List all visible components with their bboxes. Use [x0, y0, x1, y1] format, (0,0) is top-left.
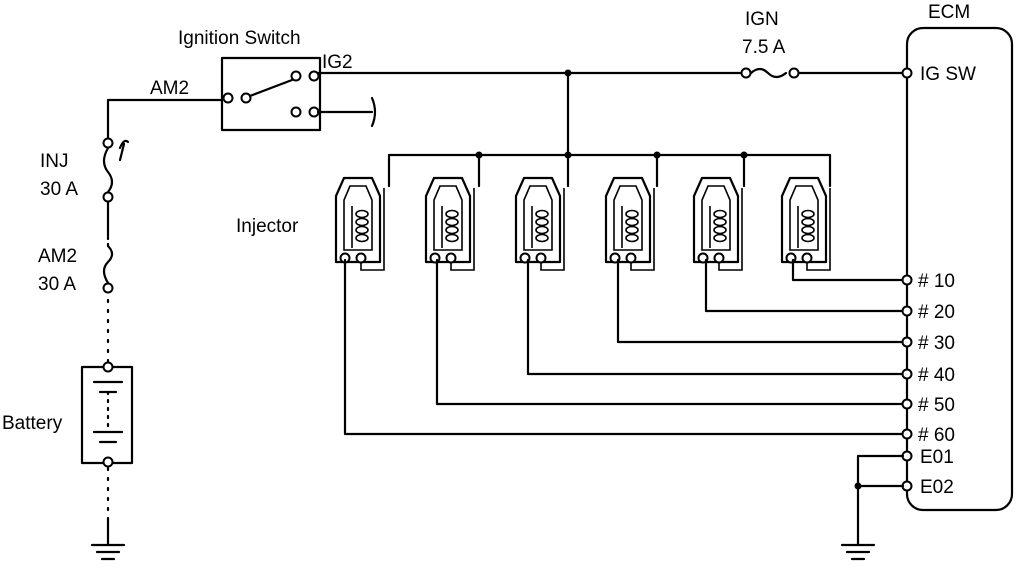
ecm-pin-label-e01: E01: [920, 447, 954, 468]
ig2-label: IG2: [322, 52, 353, 73]
injector-group: [334, 176, 831, 271]
ecm-pin-e01: E01: [901, 447, 954, 468]
injector-coil-icon: [625, 209, 639, 243]
am2-fuse: [102, 234, 114, 294]
injector-coil-icon: [445, 209, 459, 243]
injector-label: Injector: [236, 216, 299, 237]
ecm-pin-50: # 50: [901, 395, 955, 416]
am2-wire-label: AM2: [150, 78, 189, 99]
ign-fuse-name: IGN: [745, 9, 779, 30]
injector-common-bus: [387, 153, 832, 188]
ecm-pin-label-30: # 30: [918, 333, 955, 354]
injector-coil-icon: [713, 209, 727, 243]
am2-fuse-name: AM2: [38, 246, 77, 267]
ecm-pin-label-e02: E02: [920, 477, 954, 498]
injector-coil-icon: [355, 209, 369, 243]
wire-injector-4: [616, 258, 905, 344]
ecm-pin-10: # 10: [901, 271, 955, 292]
ignition-switch-label: Ignition Switch: [178, 28, 301, 49]
ecm-pin-20: # 20: [901, 302, 955, 323]
ground-symbol-ecm: [840, 543, 876, 561]
ecm-pin-label-50: # 50: [918, 395, 955, 416]
ecm-pin-label-60: # 60: [918, 425, 955, 446]
wire-injector-3: [526, 258, 905, 376]
wire-injector-2: [435, 258, 905, 406]
ecm-pin-e02: E02: [901, 477, 954, 498]
injector-3: [514, 176, 565, 271]
injector-signal-wires: [343, 258, 905, 436]
ecm-pin-label-10: # 10: [918, 271, 955, 292]
wire-injector-5: [704, 258, 905, 313]
ign-fuse: [740, 67, 800, 79]
ecm-pin-label-ig-sw: IG SW: [920, 64, 976, 85]
ecm-pin-ig-sw: IG SW: [901, 64, 976, 85]
e01-ground-wire: [856, 454, 905, 488]
battery-symbol: [80, 361, 134, 468]
ecm-pin-30: # 30: [901, 333, 955, 354]
ign-fuse-rating: 7.5 A: [742, 37, 786, 58]
am2-wire: [106, 98, 224, 140]
injector-5: [692, 176, 743, 271]
injector-1: [334, 176, 385, 271]
ecm-pin-label-40: # 40: [918, 365, 955, 386]
inj-fuse-rating: 30 A: [40, 179, 78, 200]
ground-symbol-left: [90, 518, 126, 561]
ecm-pin-60: # 60: [901, 425, 955, 446]
wire-injector-6: [791, 258, 905, 282]
injector-4: [604, 176, 655, 271]
wire-injector-1: [343, 258, 905, 436]
ecm-label: ECM: [928, 2, 970, 23]
ecm-box: [905, 26, 1014, 512]
inj-fuse-name: INJ: [40, 151, 69, 172]
injector-coil-icon: [801, 209, 815, 243]
am2-fuse-rating: 30 A: [38, 274, 76, 295]
injector-6: [780, 176, 831, 271]
injector-coil-icon: [535, 209, 549, 243]
ignition-switch: [220, 56, 322, 132]
ecm-pin-label-20: # 20: [918, 302, 955, 323]
injector-2: [424, 176, 475, 271]
inj-fuse: [102, 137, 130, 203]
switch-aux-wire: [316, 96, 377, 128]
battery-label: Battery: [2, 413, 63, 434]
ecm-pin-40: # 40: [901, 365, 955, 386]
